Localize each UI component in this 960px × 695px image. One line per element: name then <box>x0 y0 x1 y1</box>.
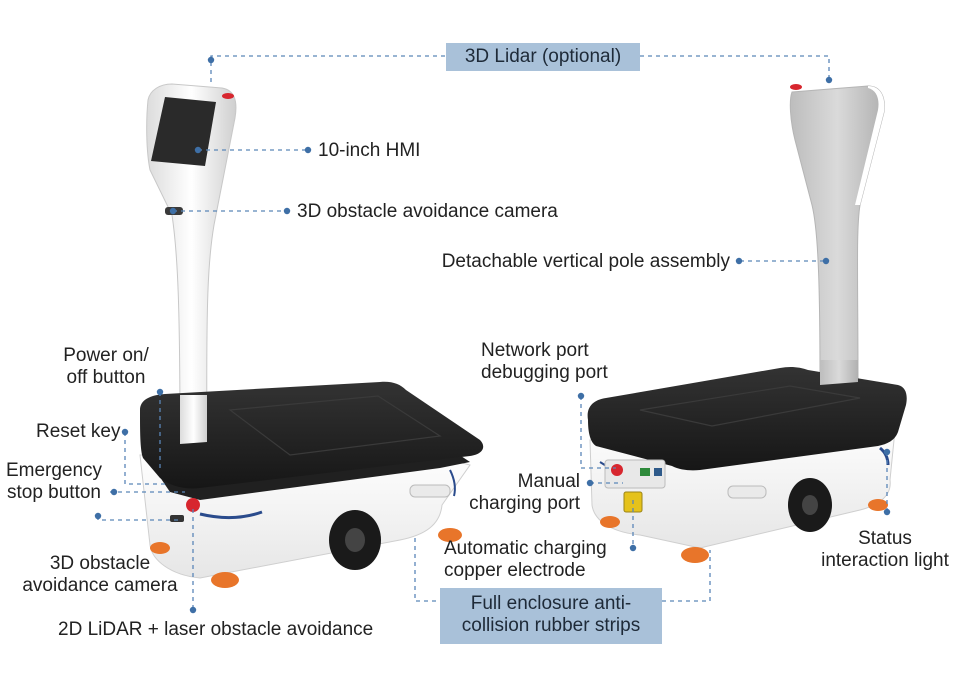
label-rubber-line1: Full enclosure anti- <box>470 593 632 614</box>
callout-dots <box>94 56 891 614</box>
label-reset-key: Reset key <box>36 421 121 442</box>
left-top-indicator <box>222 93 234 99</box>
right-robot <box>587 84 907 563</box>
left-handle <box>409 484 451 498</box>
left-caster-front <box>211 572 239 588</box>
label-estop-line1: Emergency <box>5 460 103 481</box>
left-robot-pole <box>146 83 237 443</box>
label-camera-bottom-line1: 3D obstacle <box>49 553 151 574</box>
label-manual-line2: charging port <box>469 493 580 514</box>
label-status-light: Status interaction light <box>812 528 958 572</box>
callout-lines <box>97 55 888 610</box>
left-robot <box>139 83 484 588</box>
label-2d-lidar: 2D LiDAR + laser obstacle avoidance <box>58 619 374 640</box>
label-manual-line1: Manual <box>517 471 580 492</box>
label-estop-line2: stop button <box>6 482 102 503</box>
left-front-camera <box>170 515 184 522</box>
label-rubber-line2: collision rubber strips <box>461 615 641 636</box>
label-hmi: 10-inch HMI <box>318 140 421 161</box>
label-emergency-stop: Emergency stop button <box>2 460 106 504</box>
label-status-line1: Status <box>858 528 912 549</box>
label-power-line1: Power on/ <box>63 345 149 366</box>
left-blue-stripe <box>199 510 263 520</box>
label-network-line2: debugging port <box>481 362 608 383</box>
right-top-indicator <box>790 84 802 90</box>
label-3d-camera-top: 3D obstacle avoidance camera <box>297 201 558 222</box>
label-power-line2: off button <box>66 367 146 388</box>
right-handle <box>727 485 767 499</box>
label-auto-line1: Automatic charging <box>444 538 607 559</box>
label-auto-line2: copper electrode <box>444 560 586 581</box>
label-network-port: Network port debugging port <box>481 340 608 384</box>
label-rubber-strips: Full enclosure anti- collision rubber st… <box>440 588 662 644</box>
label-power-button: Power on/ off button <box>56 345 156 389</box>
right-robot-pole <box>789 85 885 383</box>
label-status-line2: interaction light <box>821 550 949 571</box>
label-3d-lidar: 3D Lidar (optional) <box>446 43 640 71</box>
label-camera-bottom-line2: avoidance camera <box>22 575 178 596</box>
label-manual-charging: Manual charging port <box>440 471 580 515</box>
right-caster-front <box>681 547 709 563</box>
label-vertical-pole: Detachable vertical pole assembly <box>441 251 730 272</box>
label-auto-charging: Automatic charging copper electrode <box>444 538 607 582</box>
label-3d-camera-bottom: 3D obstacle avoidance camera <box>16 553 184 597</box>
left-stop-button <box>186 498 200 512</box>
label-network-line1: Network port <box>481 340 589 361</box>
